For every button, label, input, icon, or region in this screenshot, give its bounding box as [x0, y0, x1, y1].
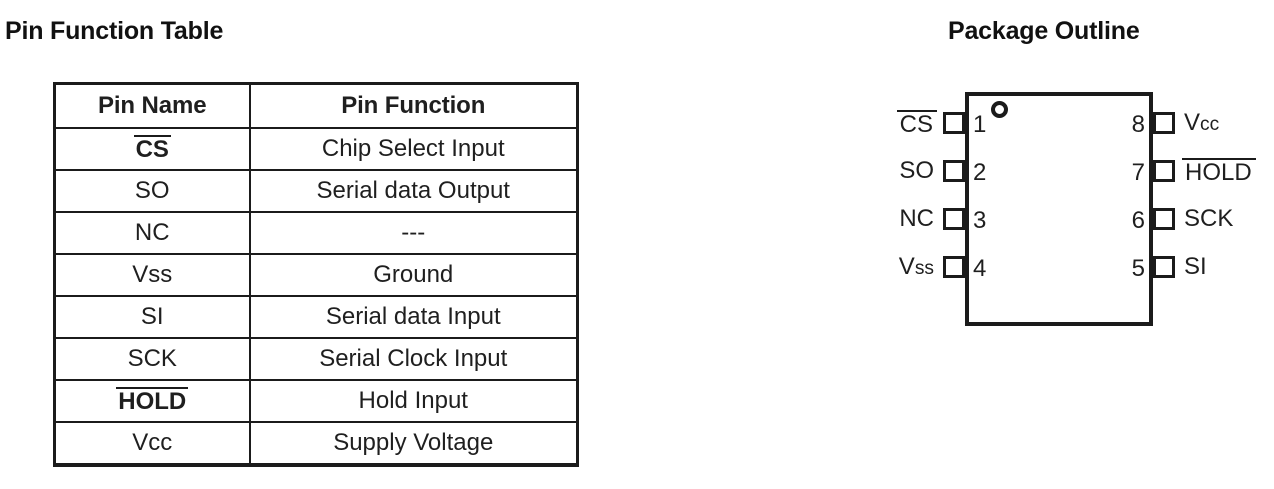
table-row: HOLD Hold Input: [53, 379, 579, 423]
cell-pin-name: NC: [53, 211, 251, 255]
pin-function-table-container: Pin Name Pin Function CS Chip Select Inp…: [53, 82, 579, 467]
package-pin-7: HOLD: [1153, 157, 1256, 186]
pin-number: 6: [1131, 207, 1145, 234]
table-row: Vcc Supply Voltage: [53, 421, 579, 467]
pin-number: 7: [1131, 159, 1145, 186]
chip-body-outline: [965, 92, 1153, 326]
package-pin-6: SCK: [1153, 207, 1233, 231]
pin-number: 8: [1131, 111, 1145, 138]
overline-bar: CS: [896, 109, 938, 138]
page-title-package-outline: Package Outline: [948, 17, 1140, 45]
package-pin-1: CS: [860, 109, 965, 138]
table-row: SCK Serial Clock Input: [53, 337, 579, 381]
pin-number: 5: [1131, 255, 1145, 282]
pin-label: HOLD: [1182, 157, 1256, 186]
table-row: SI Serial data Input: [53, 295, 579, 339]
pin-pad-icon: [1153, 208, 1175, 230]
package-pin-4: Vss: [860, 255, 965, 279]
pin-label: NC: [899, 205, 934, 232]
table-row: CS Chip Select Input: [53, 127, 579, 171]
cell-pin-function: Ground: [248, 253, 579, 297]
pin-pad-icon: [943, 112, 965, 134]
column-header-pin-name: Pin Name: [53, 82, 251, 129]
pin-pad-icon: [1153, 256, 1175, 278]
cell-pin-name: CS: [53, 127, 251, 171]
cell-pin-function: Serial data Output: [248, 169, 579, 213]
column-header-pin-function: Pin Function: [248, 82, 579, 129]
overline-bar: HOLD: [116, 386, 189, 416]
package-pin-5: SI: [1153, 255, 1207, 279]
pin-number: 1: [973, 111, 987, 138]
cell-pin-name: SCK: [53, 337, 251, 381]
cell-pin-name: Vcc: [53, 421, 251, 467]
pin-label: Vcc: [1184, 109, 1220, 136]
cell-pin-name: SI: [53, 295, 251, 339]
cell-pin-name: Vss: [53, 253, 251, 297]
pin-pad-icon: [1153, 112, 1175, 134]
package-pin-2: SO: [860, 159, 965, 183]
pin-pad-icon: [943, 256, 965, 278]
pin-pad-icon: [943, 208, 965, 230]
table-header-row: Pin Name Pin Function: [53, 82, 579, 129]
pin-label: CS: [896, 109, 938, 138]
package-pin-8: Vcc: [1153, 111, 1219, 135]
overline-bar: HOLD: [1182, 157, 1256, 186]
cell-pin-function: Serial data Input: [248, 295, 579, 339]
pin-1-marker-dot-icon: [991, 101, 1008, 118]
pin-function-table: Pin Name Pin Function CS Chip Select Inp…: [53, 82, 579, 467]
table-row: SO Serial data Output: [53, 169, 579, 213]
cell-pin-function: Supply Voltage: [248, 421, 579, 467]
pin-label: SCK: [1184, 205, 1234, 232]
pin-label: Vss: [898, 253, 934, 280]
cell-pin-name: SO: [53, 169, 251, 213]
pin-name-text: HOLD: [118, 388, 187, 416]
overline-bar: CS: [133, 134, 172, 164]
cell-pin-name: HOLD: [53, 379, 251, 423]
cell-pin-function: ---: [248, 211, 579, 255]
table-row: Vss Ground: [53, 253, 579, 297]
pin-label: SO: [899, 157, 934, 184]
pin-name-text: CS: [135, 136, 169, 164]
pin-number: 2: [973, 159, 987, 186]
pin-pad-icon: [1153, 160, 1175, 182]
package-outline-diagram: CS 1 SO 2 NC 3 Vss 4 Vcc 8 HOLD 7 SCK 6 …: [860, 80, 1274, 360]
cell-pin-function: Chip Select Input: [248, 127, 579, 171]
pin-number: 3: [973, 207, 987, 234]
pin-pad-icon: [943, 160, 965, 182]
cell-pin-function: Hold Input: [248, 379, 579, 423]
page-title-pin-function-table: Pin Function Table: [5, 17, 224, 45]
package-pin-3: NC: [860, 207, 965, 231]
pin-label: SI: [1184, 253, 1207, 280]
cell-pin-function: Serial Clock Input: [248, 337, 579, 381]
pin-number: 4: [973, 255, 987, 282]
table-row: NC ---: [53, 211, 579, 255]
